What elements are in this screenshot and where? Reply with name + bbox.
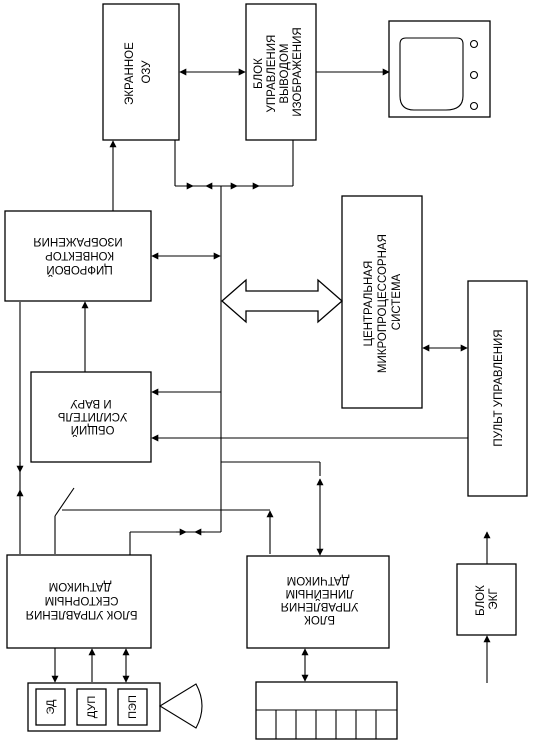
- cpu-block: ЦЕНТРАЛЬНАЯ МИКРОПРОЦЕССОРНАЯ СИСТЕМА: [341, 195, 423, 409]
- display-control-block: БЛОК УПРАВЛЕНИЯ ВЫВОДОМ ИЗОБРАЖЕНИЯ: [245, 3, 317, 141]
- linear-sensor-line-1: БЛОК: [304, 613, 335, 625]
- svg-text:ЦИФРОВОЙ КОНВЕКТОР: ЦИФРОВОЙ КОНВЕКТОР ИЗОБРАЖЕНИЯ: [33, 235, 122, 276]
- sector-sensor-line-2: СЕКТОРНЫМ: [45, 594, 119, 606]
- sector-sensor-block: БЛОК УПРАВЛЕНИЯ СЕКТОРНЫМ ДАТЧИКОМ: [6, 554, 152, 649]
- cpu-line-3: СИСТЕМА: [391, 273, 403, 330]
- amplifier-line-1: ОБЩИЙ: [71, 423, 115, 436]
- amplifier-block: ОБЩИЙ УСИЛИТЕЛЬ И ВАРУ: [30, 371, 152, 463]
- display-control-line-1: БЛОК: [253, 58, 265, 89]
- cpu-line-2: МИКРОПРОЦЕССОРНАЯ: [377, 234, 389, 373]
- sector-probe: ЭД ДУП ПЭП: [27, 682, 203, 732]
- monitor-icon: [388, 20, 491, 118]
- amplifier-line-3: И ВАРУ: [70, 397, 112, 409]
- linear-sensor-line-2: УПРАВЛЕНИЯ: [281, 600, 359, 612]
- screen-ram-line-2: ОЗУ: [141, 60, 153, 84]
- screen-ram-line-1: ЭКРАННОЕ: [124, 42, 136, 105]
- probe-element-3: ПЭП: [127, 695, 139, 719]
- amplifier-line-2: УСИЛИТЕЛЬ: [58, 410, 127, 422]
- linear-sensor-line-3: ЛИНЕЙНЫМ: [286, 587, 354, 600]
- svg-text:ЭКРАННОЕ ОЗУ: ЭКРАННОЕ ОЗУ: [124, 39, 153, 105]
- cpu-line-1: ЦЕНТРАЛЬНАЯ: [363, 261, 375, 347]
- digital-converter-line-3: ИЗОБРАЖЕНИЯ: [33, 235, 122, 247]
- control-panel-block: ПУЛЬТ УПРАВЛЕНИЯ: [467, 280, 528, 497]
- display-control-line-4: ИЗОБРАЖЕНИЯ: [292, 27, 304, 116]
- digital-converter-block: ЦИФРОВОЙ КОНВЕКТОР ИЗОБРАЖЕНИЯ: [4, 210, 152, 302]
- svg-text:БЛОК УПРАВЛЕНИЯ ЛИ: БЛОК УПРАВЛЕНИЯ ЛИНЕЙНЫМ ДАТЧИКОМ: [278, 574, 359, 625]
- ecg-line-2: ЭКГ: [488, 588, 500, 610]
- svg-text:ПУЛЬТ УПРАВЛЕНИЯ: ПУЛЬТ УПРАВЛЕНИЯ: [493, 329, 505, 446]
- connections: [16, 68, 491, 683]
- svg-text:БЛОК УПРАВЛЕНИЯ СЕКТОРНЫ: БЛОК УПРАВЛЕНИЯ СЕКТОРНЫМ ДАТЧИКОМ: [23, 580, 138, 620]
- svg-text:БЛОК ЭКГ: БЛОК ЭКГ: [475, 582, 500, 616]
- probe-element-2: ДУП: [86, 696, 98, 719]
- display-control-line-3: ВЫВОДОМ: [279, 44, 291, 104]
- digital-converter-line-2: КОНВЕКТОР: [45, 249, 114, 261]
- ecg-line-1: БЛОК: [475, 585, 487, 616]
- svg-text:ЦЕНТРАЛЬНАЯ МИКРОПРОЦЕСС: ЦЕНТРАЛЬНАЯ МИКРОПРОЦЕССОРНАЯ СИСТЕМА: [363, 231, 403, 373]
- linear-probe-array: [255, 681, 398, 740]
- ecg-block: БЛОК ЭКГ: [456, 563, 517, 636]
- svg-text:ОБЩИЙ УСИЛИТЕЛЬ И: ОБЩИЙ УСИЛИТЕЛЬ И ВАРУ: [55, 397, 128, 436]
- svg-text:БЛОК УПРАВЛЕНИЯ ВЫ: БЛОК УПРАВЛЕНИЯ ВЫВОДОМ ИЗОБРАЖЕНИЯ: [253, 27, 304, 116]
- sector-sensor-line-3: ДАТЧИКОМ: [49, 580, 112, 592]
- linear-sensor-line-4: ДАТЧИКОМ: [287, 574, 350, 586]
- sector-sensor-line-1: БЛОК УПРАВЛЕНИЯ: [26, 608, 138, 620]
- linear-sensor-block: БЛОК УПРАВЛЕНИЯ ЛИНЕЙНЫМ ДАТЧИКОМ: [246, 555, 390, 649]
- digital-converter-line-1: ЦИФРОВОЙ: [46, 263, 112, 276]
- control-panel-line-1: ПУЛЬТ УПРАВЛЕНИЯ: [493, 329, 505, 446]
- screen-ram-block: ЭКРАННОЕ ОЗУ: [102, 3, 180, 141]
- display-control-line-2: УПРАВЛЕНИЯ: [266, 35, 278, 113]
- probe-element-1: ЭД: [45, 699, 57, 715]
